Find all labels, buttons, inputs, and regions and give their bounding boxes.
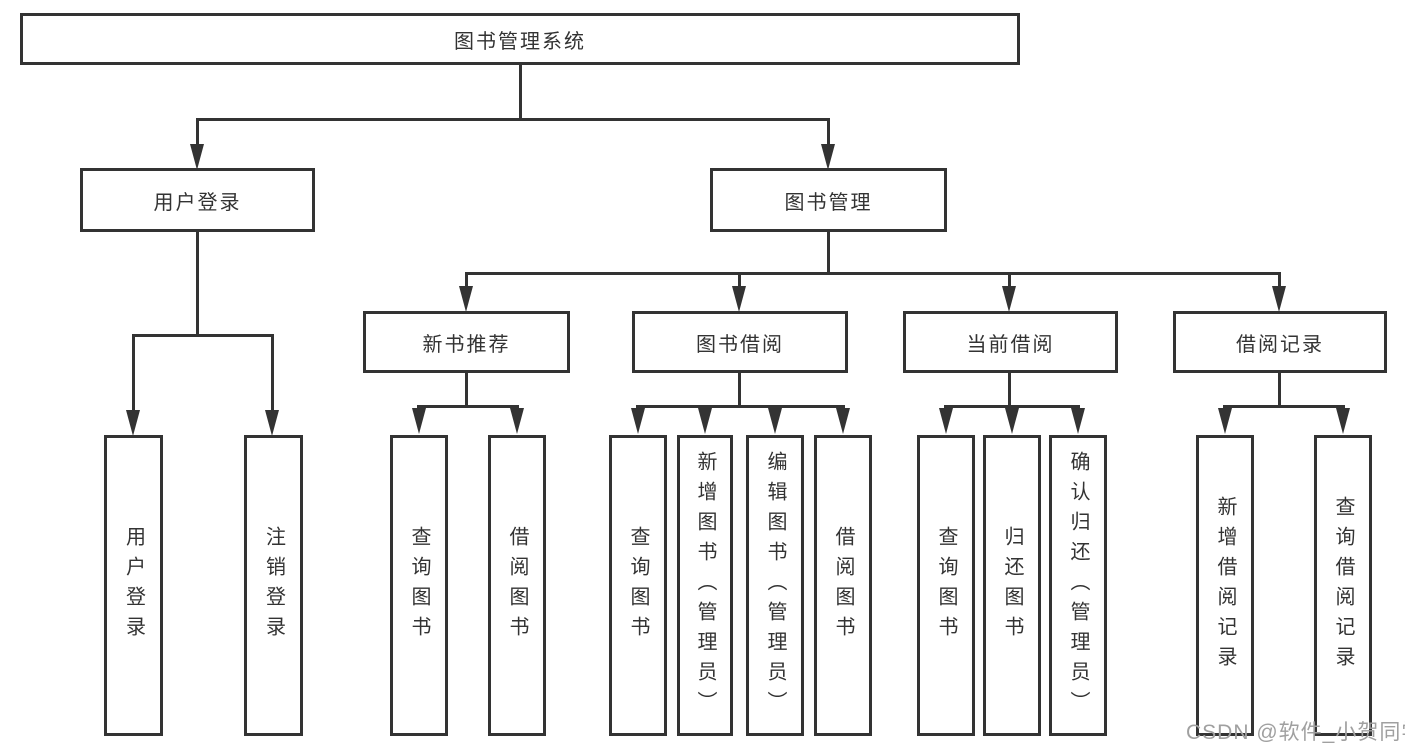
arrowhead-leaf-logout xyxy=(265,410,279,436)
leaf-query-borrow-record: 查询借阅记录 xyxy=(1314,435,1372,736)
connector-records-hline xyxy=(1223,405,1345,408)
connector-drop-book-borrow xyxy=(738,272,741,288)
connector-drop-book-mgmt xyxy=(827,118,830,148)
connector-root-stem xyxy=(519,63,522,119)
arrowhead-user-login xyxy=(190,144,204,170)
leaf-logout: 注销登录 xyxy=(244,435,303,736)
arrowhead-leaf-login xyxy=(126,410,140,436)
arrowhead-query-record xyxy=(1336,408,1350,434)
node-new-book-rec: 新书推荐 xyxy=(363,311,570,373)
arrowhead-borrow-book-1 xyxy=(510,408,524,434)
arrowhead-query-book-3 xyxy=(939,408,953,434)
arrowhead-current-borrow xyxy=(1002,286,1016,312)
connector-newbook-hline xyxy=(417,405,519,408)
connector-bookborrow-hline xyxy=(636,405,845,408)
node-book-borrow: 图书借阅 xyxy=(632,311,848,373)
arrowhead-new-book xyxy=(459,286,473,312)
leaf-borrow-book-2: 借阅图书 xyxy=(814,435,872,736)
connector-login-hline xyxy=(132,334,274,337)
connector-drop-current-borrow xyxy=(1008,272,1011,288)
arrowhead-edit-book xyxy=(768,408,782,434)
leaf-add-borrow-record: 新增借阅记录 xyxy=(1196,435,1254,736)
connector-currentborrow-stem xyxy=(1008,371,1011,408)
arrowhead-return-book xyxy=(1005,408,1019,434)
arrowhead-borrow-book-2 xyxy=(836,408,850,434)
connector-records-stem xyxy=(1278,371,1281,408)
connector-newbook-stem xyxy=(465,371,468,408)
leaf-query-book-2: 查询图书 xyxy=(609,435,667,736)
leaf-user-login: 用户登录 xyxy=(104,435,163,736)
connector-drop-leaf-login xyxy=(132,334,135,412)
connector-drop-user-login xyxy=(196,118,199,148)
node-book-mgmt: 图书管理 xyxy=(710,168,947,232)
leaf-edit-book-admin: 编辑图书（管理员） xyxy=(746,435,804,736)
connector-drop-new-book xyxy=(465,272,468,288)
arrowhead-confirm-return xyxy=(1071,408,1085,434)
node-current-borrow: 当前借阅 xyxy=(903,311,1118,373)
connector-bookborrow-stem xyxy=(738,371,741,408)
arrowhead-query-book-2 xyxy=(631,408,645,434)
connector-mgmt-stem xyxy=(827,230,830,275)
leaf-borrow-book-1: 借阅图书 xyxy=(488,435,546,736)
arrowhead-query-book-1 xyxy=(412,408,426,434)
csdn-watermark: CSDN @软件_小贺同学 xyxy=(1186,721,1405,744)
arrowhead-add-book xyxy=(698,408,712,434)
arrowhead-add-record xyxy=(1218,408,1232,434)
connector-root-hline xyxy=(196,118,830,121)
arrowhead-borrow-records xyxy=(1272,286,1286,312)
node-root: 图书管理系统 xyxy=(20,13,1020,65)
leaf-add-book-admin: 新增图书（管理员） xyxy=(677,435,733,736)
node-user-login: 用户登录 xyxy=(80,168,315,232)
node-borrow-records: 借阅记录 xyxy=(1173,311,1387,373)
leaf-return-book: 归还图书 xyxy=(983,435,1041,736)
connector-mgmt-hline xyxy=(465,272,1281,275)
arrowhead-book-mgmt xyxy=(821,144,835,170)
leaf-query-book-3: 查询图书 xyxy=(917,435,975,736)
connector-login-stem xyxy=(196,230,199,336)
connector-currentborrow-hline xyxy=(944,405,1080,408)
arrowhead-book-borrow xyxy=(732,286,746,312)
connector-drop-borrow-records xyxy=(1278,272,1281,288)
leaf-confirm-return-admin: 确认归还（管理员） xyxy=(1049,435,1107,736)
connector-drop-leaf-logout xyxy=(271,334,274,412)
leaf-query-book-1: 查询图书 xyxy=(390,435,448,736)
